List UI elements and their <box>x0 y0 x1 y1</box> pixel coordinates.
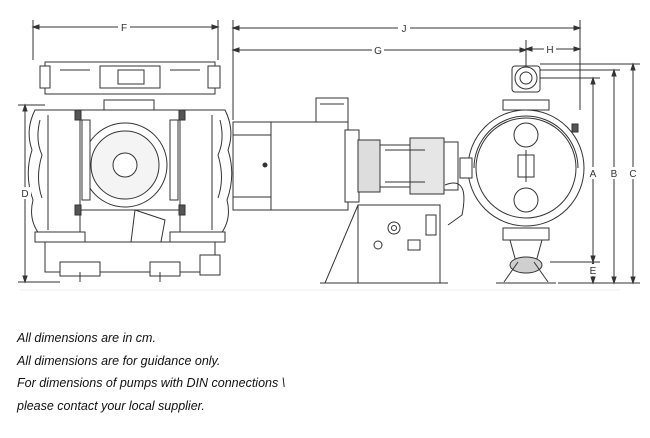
dimension-h: H <box>524 43 582 56</box>
dim-label-j: J <box>402 24 407 35</box>
dim-label-c: C <box>629 169 636 180</box>
technical-drawing: F D <box>18 20 640 291</box>
front-view-pump <box>27 61 233 282</box>
note-contact-supplier: please contact your local supplier. <box>17 398 205 413</box>
dim-label-b: B <box>611 169 618 180</box>
dim-label-a: A <box>590 169 597 180</box>
note-guidance: All dimensions are for guidance only. <box>17 353 221 368</box>
side-view-base <box>320 182 465 284</box>
dimension-a: A <box>540 76 600 264</box>
dimension-d: D <box>18 103 60 284</box>
note-units: All dimensions are in cm. <box>17 331 156 345</box>
side-view-pump-head <box>459 65 585 284</box>
note-din-connections: For dimensions of pumps with DIN connect… <box>17 376 286 390</box>
dimension-b: B <box>540 68 620 285</box>
side-view-motor <box>232 97 459 211</box>
notes-block: All dimensions are in cm. All dimensions… <box>17 327 285 417</box>
dimension-j: J <box>231 20 582 120</box>
dim-label-f: F <box>121 23 127 34</box>
dimension-f: F <box>31 20 220 60</box>
dim-label-d: D <box>21 189 28 200</box>
dim-label-g: G <box>374 46 382 57</box>
dimension-e: E <box>587 260 599 285</box>
dim-label-h: H <box>546 45 553 56</box>
dimension-c: C <box>540 62 640 285</box>
dimension-g: G <box>231 40 528 66</box>
dim-label-e: E <box>590 266 597 277</box>
